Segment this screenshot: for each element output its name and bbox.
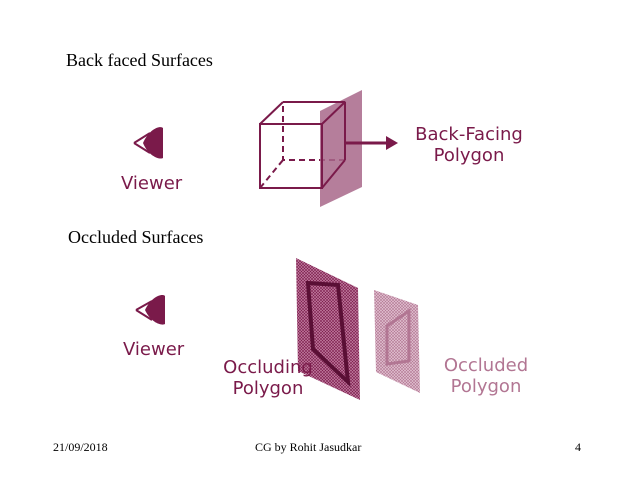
occluding-polygon — [296, 258, 360, 400]
occluding-line2: Polygon — [232, 378, 304, 399]
occluding-line1: Occluding — [223, 357, 313, 378]
footer-date: 21/09/2018 — [53, 440, 108, 454]
back-facing-line2: Polygon — [433, 145, 505, 166]
footer-author: CG by Rohit Jasudkar — [255, 440, 362, 454]
footer-page-number: 4 — [575, 440, 581, 454]
heading-occluded-surfaces: Occluded Surfaces — [68, 227, 204, 247]
occluded-line2: Polygon — [450, 376, 522, 397]
arrow-right-icon — [345, 136, 398, 150]
viewer-label: Viewer — [121, 173, 183, 194]
back-facing-line1: Back-Facing — [415, 124, 523, 145]
back-facing-plane — [320, 90, 362, 207]
heading-back-faced-surfaces: Back faced Surfaces — [66, 50, 213, 70]
eye-icon — [135, 295, 165, 325]
cube-front — [259, 101, 346, 189]
occluded-polygon — [374, 290, 420, 393]
eye-icon — [133, 127, 163, 159]
occluded-line1: Occluded — [443, 355, 529, 376]
back-facing-polygon-label: Back-Facing Polygon — [398, 124, 540, 166]
occluding-polygon-label: Occluding Polygon — [203, 357, 333, 399]
viewer-label: Viewer — [123, 339, 185, 360]
occluded-polygon-label: Occluded Polygon — [428, 355, 544, 397]
